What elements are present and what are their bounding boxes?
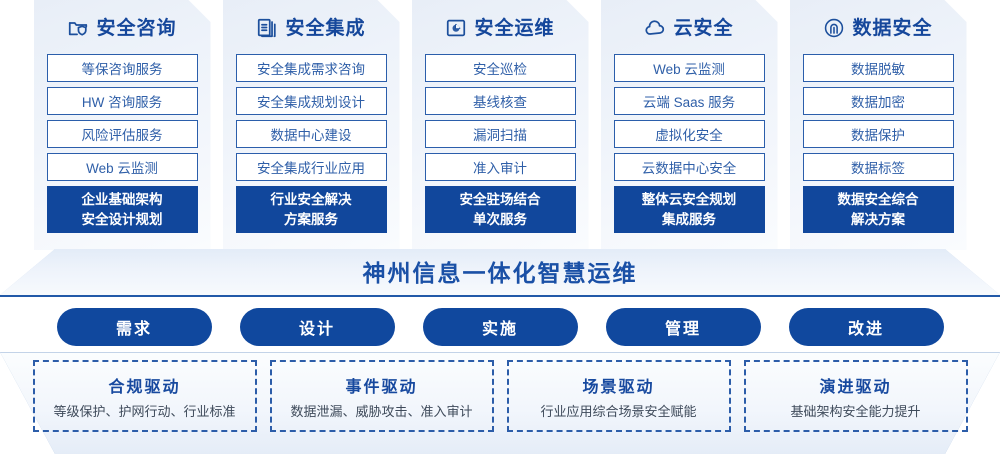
pillar-column-4[interactable]: 云安全 Web 云监测 云端 Saas 服务 虚拟化安全 云数据中心安全 整体云… bbox=[601, 0, 778, 250]
drivers-shape bbox=[0, 352, 1000, 454]
service-item[interactable]: 安全集成需求咨询 bbox=[236, 54, 387, 82]
service-item[interactable]: 数据加密 bbox=[803, 87, 954, 115]
pillar-columns: 安全咨询 等保咨询服务 HW 咨询服务 风险评估服务 Web 云监测 企业基础架… bbox=[0, 0, 1000, 258]
stage-pill-5[interactable]: 改进 bbox=[788, 308, 944, 346]
driver-desc: 行业应用综合场景安全赋能 bbox=[540, 403, 697, 419]
driver-card-3[interactable]: 场景驱动 行业应用综合场景安全赋能 bbox=[506, 360, 731, 432]
driver-card-1[interactable]: 合规驱动 等级保护、护网行动、行业标准 bbox=[32, 360, 257, 432]
driver-desc: 数据泄漏、威胁攻击、准入审计 bbox=[290, 403, 473, 419]
pillar-column-2[interactable]: 安全集成 安全集成需求咨询 安全集成规划设计 数据中心建设 安全集成行业应用 行… bbox=[223, 0, 400, 250]
service-item[interactable]: 等保咨询服务 bbox=[47, 54, 198, 82]
pillar-column-3[interactable]: 安全运维 安全巡检 基线核查 漏洞扫描 准入审计 安全驻场结合单次服务 bbox=[412, 0, 589, 250]
pillar-header-1: 安全咨询 bbox=[47, 8, 198, 48]
driver-title: 合规驱动 bbox=[108, 378, 181, 396]
pillar-title-2: 安全集成 bbox=[285, 17, 366, 39]
stage-pill-4[interactable]: 管理 bbox=[605, 308, 761, 346]
service-item[interactable]: 云数据中心安全 bbox=[614, 153, 765, 181]
drivers-row: 合规驱动 等级保护、护网行动、行业标准 事件驱动 数据泄漏、威胁攻击、准入审计 … bbox=[0, 352, 1000, 456]
pillar-title-3: 安全运维 bbox=[474, 17, 555, 39]
stage-pills: 需求 设计 实施 管理 改进 bbox=[0, 308, 1000, 346]
service-item[interactable]: 云端 Saas 服务 bbox=[614, 87, 765, 115]
service-item[interactable]: 漏洞扫描 bbox=[425, 120, 576, 148]
stage-pill-2[interactable]: 设计 bbox=[239, 308, 395, 346]
stage-pill-1[interactable]: 需求 bbox=[56, 308, 212, 346]
service-item[interactable]: 数据脱敏 bbox=[803, 54, 954, 82]
service-item[interactable]: 虚拟化安全 bbox=[614, 120, 765, 148]
service-item[interactable]: 数据标签 bbox=[803, 153, 954, 181]
pillar-title-5: 数据安全 bbox=[852, 17, 933, 39]
platform-banner: 神州信息一体化智慧运维 bbox=[0, 249, 1000, 297]
pillar-title-1: 安全咨询 bbox=[96, 17, 177, 39]
folder-shield-icon bbox=[67, 17, 89, 39]
service-item[interactable]: 安全集成行业应用 bbox=[236, 153, 387, 181]
service-item[interactable]: HW 咨询服务 bbox=[47, 87, 198, 115]
service-item[interactable]: 安全集成规划设计 bbox=[236, 87, 387, 115]
driver-desc: 等级保护、护网行动、行业标准 bbox=[53, 403, 236, 419]
driver-desc: 基础架构安全能力提升 bbox=[790, 403, 921, 419]
pillar-header-5: 数据安全 bbox=[803, 8, 954, 48]
drivers-section: 合规驱动 等级保护、护网行动、行业标准 事件驱动 数据泄漏、威胁攻击、准入审计 … bbox=[0, 352, 1000, 456]
service-item[interactable]: Web 云监测 bbox=[47, 153, 198, 181]
pillar-title-4: 云安全 bbox=[673, 17, 734, 39]
pillar-header-2: 安全集成 bbox=[236, 8, 387, 48]
driver-title: 事件驱动 bbox=[345, 378, 418, 396]
pillar-summary-4: 整体云安全规划集成服务 bbox=[614, 186, 765, 233]
service-item[interactable]: 准入审计 bbox=[425, 153, 576, 181]
service-item[interactable]: 数据保护 bbox=[803, 120, 954, 148]
banner-shape bbox=[0, 249, 1000, 297]
pillar-header-4: 云安全 bbox=[614, 8, 765, 48]
service-item[interactable]: 基线核查 bbox=[425, 87, 576, 115]
pillar-summary-1: 企业基础架构安全设计规划 bbox=[47, 186, 198, 233]
driver-card-2[interactable]: 事件驱动 数据泄漏、威胁攻击、准入审计 bbox=[269, 360, 494, 432]
stage-pill-3[interactable]: 实施 bbox=[422, 308, 578, 346]
driver-title: 演进驱动 bbox=[819, 378, 892, 396]
service-item[interactable]: Web 云监测 bbox=[614, 54, 765, 82]
driver-card-4[interactable]: 演进驱动 基础架构安全能力提升 bbox=[743, 360, 968, 432]
documents-stack-icon bbox=[256, 17, 278, 39]
pillar-column-1[interactable]: 安全咨询 等保咨询服务 HW 咨询服务 风险评估服务 Web 云监测 企业基础架… bbox=[34, 0, 211, 250]
pillar-column-5[interactable]: 数据安全 数据脱敏 数据加密 数据保护 数据标签 数据安全综合解决方案 bbox=[790, 0, 967, 250]
monitor-chart-icon bbox=[445, 17, 467, 39]
pillar-summary-5: 数据安全综合解决方案 bbox=[803, 186, 954, 233]
service-item[interactable]: 安全巡检 bbox=[425, 54, 576, 82]
service-item[interactable]: 数据中心建设 bbox=[236, 120, 387, 148]
driver-title: 场景驱动 bbox=[582, 378, 655, 396]
fingerprint-icon bbox=[823, 17, 845, 39]
pillar-summary-3: 安全驻场结合单次服务 bbox=[425, 186, 576, 233]
banner-title: 神州信息一体化智慧运维 bbox=[362, 260, 638, 286]
cloud-icon bbox=[644, 17, 666, 39]
pillar-summary-2: 行业安全解决方案服务 bbox=[236, 186, 387, 233]
pillar-header-3: 安全运维 bbox=[425, 8, 576, 48]
service-item[interactable]: 风险评估服务 bbox=[47, 120, 198, 148]
